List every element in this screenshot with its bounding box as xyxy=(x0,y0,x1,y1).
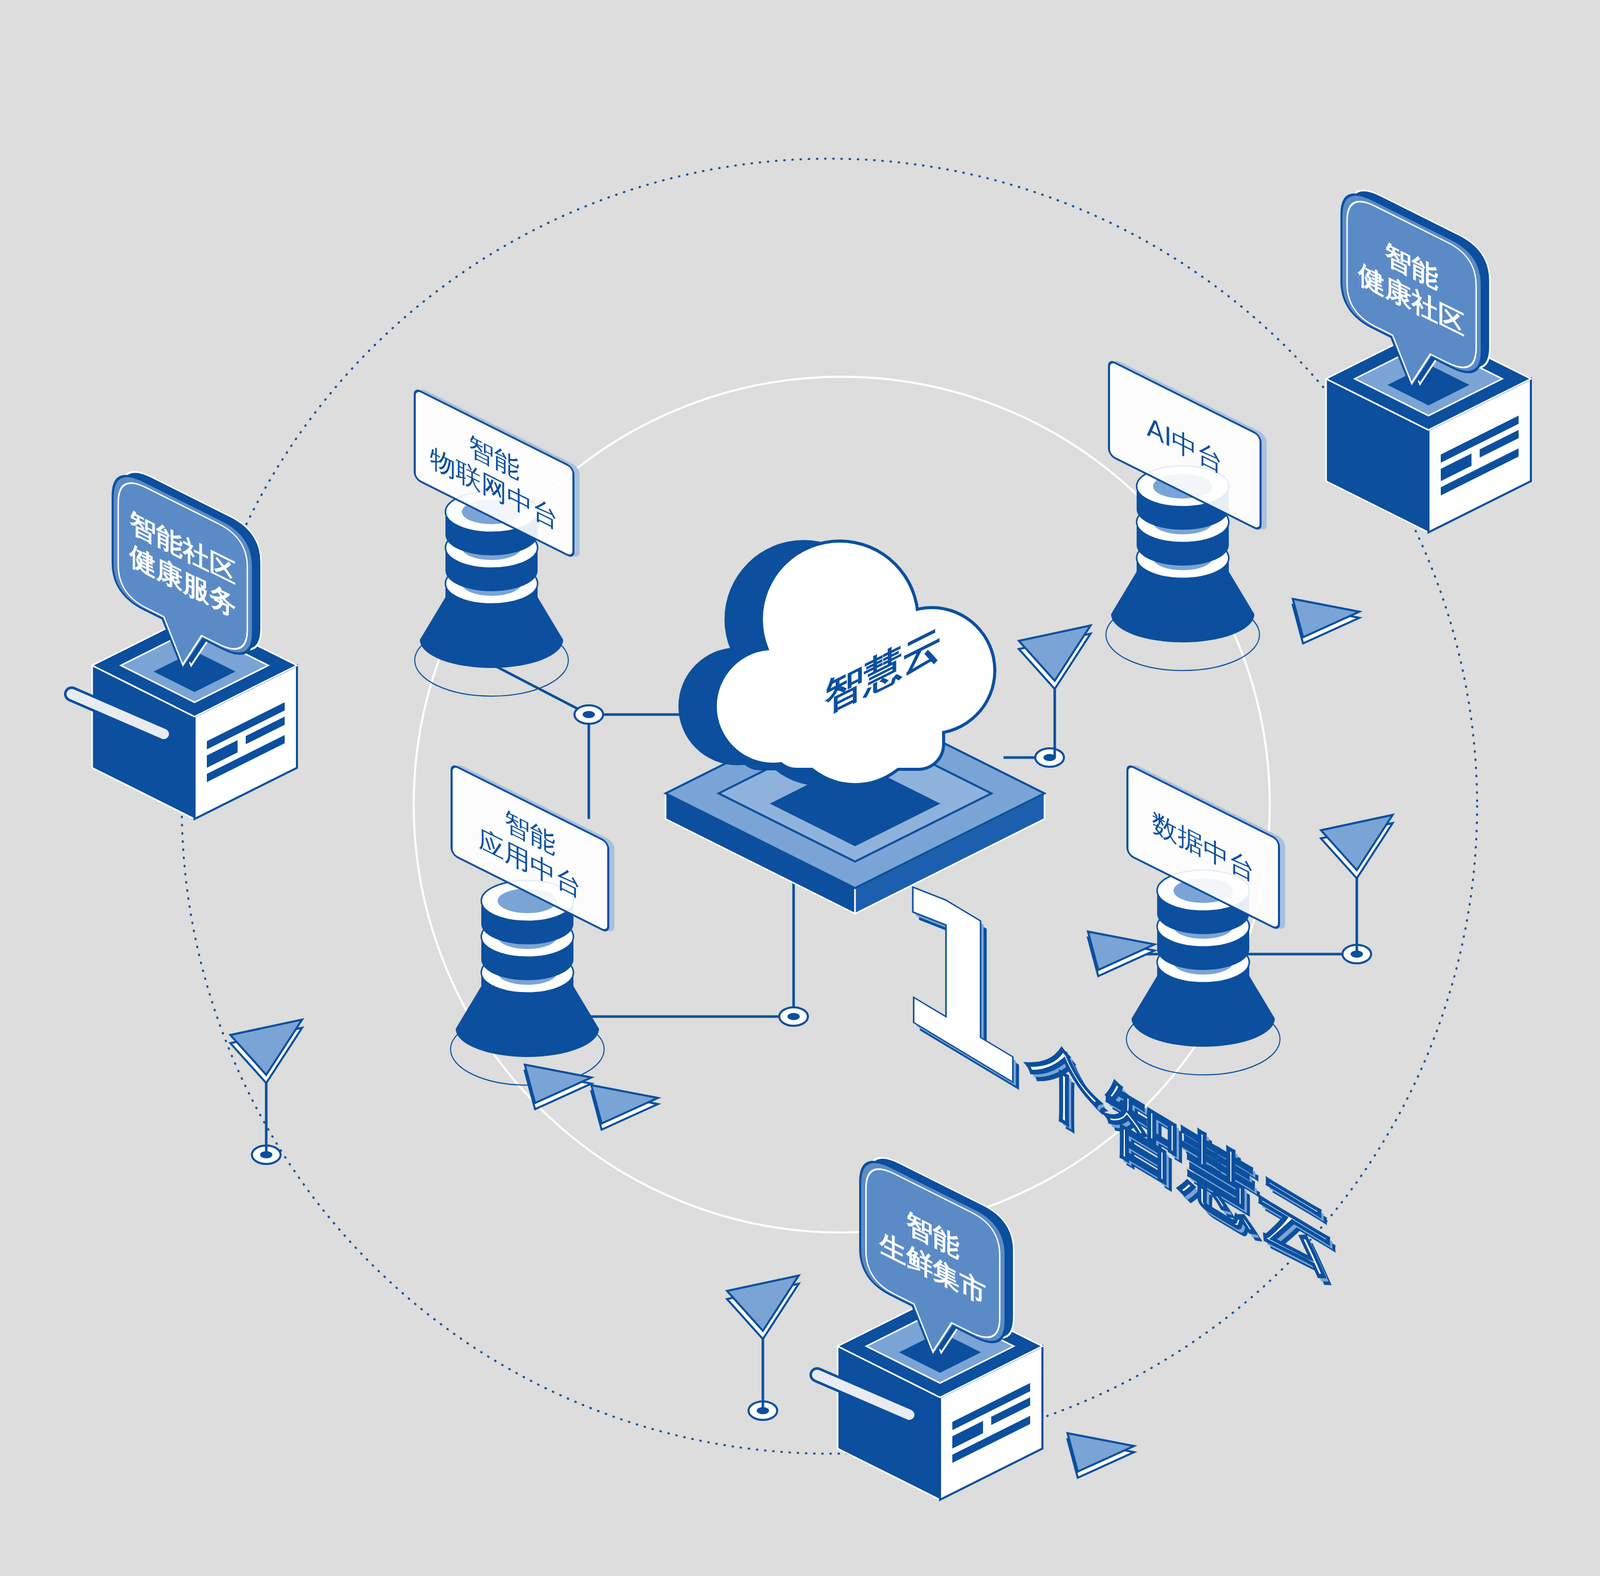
node-text: 智能 应用中台 xyxy=(461,783,599,914)
bubble-rim xyxy=(1347,192,1477,416)
speech-bubble: 智能社区 健康服务 xyxy=(112,465,253,706)
cloud-outline xyxy=(713,539,997,787)
flag-pole xyxy=(1355,870,1359,955)
marker xyxy=(1088,931,1155,971)
platform-sign: 智能 应用中台 xyxy=(450,762,610,935)
speech-bubble: 智能 生鲜集市 xyxy=(860,1152,1006,1394)
bubble-face xyxy=(860,1152,1006,1394)
cube-slot xyxy=(817,1375,910,1416)
cloud-base xyxy=(770,693,946,772)
junction-core xyxy=(582,711,595,719)
node-text: AI中台 xyxy=(1146,411,1224,480)
node-text: 数据中台 xyxy=(1152,806,1255,889)
flag-pole xyxy=(761,1331,765,1412)
cube-slot-edge xyxy=(71,694,164,735)
wire xyxy=(587,714,591,820)
marker xyxy=(591,1085,658,1124)
platform-sign: 数据中台 xyxy=(1126,762,1280,932)
flag-pole xyxy=(1053,680,1057,758)
flag xyxy=(727,1275,799,1332)
cloud-depth xyxy=(678,540,960,786)
cube-logo xyxy=(952,1416,1031,1464)
bubble-rim xyxy=(118,473,248,697)
platform-sign: 智能 物联网中台 xyxy=(413,387,575,560)
orbit-dotted xyxy=(181,158,1478,1455)
cube-logo xyxy=(206,735,285,783)
flag xyxy=(230,1019,303,1076)
cloud-base xyxy=(773,696,943,768)
cube-slot xyxy=(71,694,164,735)
bubble-face xyxy=(112,465,253,706)
platform-sign: AI中台 xyxy=(1107,358,1262,533)
junction-dot xyxy=(574,705,604,724)
cloud-face xyxy=(716,542,994,784)
marker xyxy=(524,1064,592,1104)
cloud-shape xyxy=(686,501,1019,789)
junction-dot xyxy=(1035,748,1064,767)
cloud-node: 智慧云 xyxy=(686,501,1019,789)
junction-dot xyxy=(779,1007,808,1027)
flag-pole xyxy=(265,1075,268,1156)
cube-logo xyxy=(1440,448,1519,496)
flag xyxy=(1320,815,1393,871)
bubble-rim xyxy=(865,1160,1000,1386)
flag xyxy=(1018,625,1091,681)
marker xyxy=(1292,599,1360,638)
node-text: 智能 物联网中台 xyxy=(424,408,564,539)
bubble-face xyxy=(1341,184,1482,424)
junction-core xyxy=(787,1013,800,1021)
cube-slot-edge xyxy=(817,1375,910,1416)
marker xyxy=(1067,1433,1135,1472)
speech-bubble: 智能 健康社区 xyxy=(1341,184,1482,424)
